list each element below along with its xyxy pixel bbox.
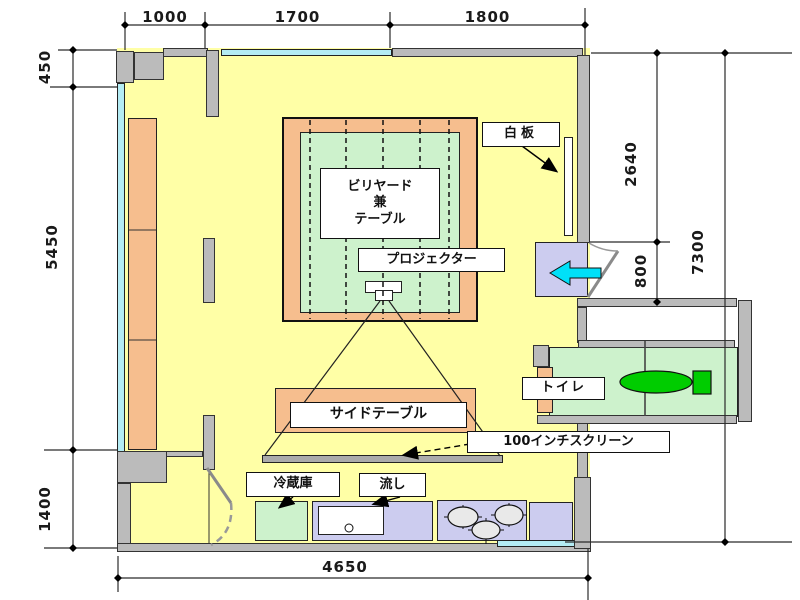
- dim-right-7300: 7300: [689, 229, 707, 275]
- projector-lens-icon: [375, 290, 393, 301]
- pillar-top: [206, 50, 219, 117]
- pillar-left-door: [203, 415, 215, 470]
- pillar-bottom-right: [574, 477, 591, 549]
- refrigerator: [255, 501, 308, 541]
- dim-left-450: 450: [36, 49, 54, 85]
- sofa-counter: [128, 118, 157, 450]
- billiard-line-3: テーブル: [354, 211, 406, 227]
- label-billiard-table: ビリヤード 兼 テーブル: [320, 168, 440, 239]
- toilet-wall-stub: [577, 307, 587, 343]
- label-projector: プロジェクター: [358, 248, 505, 272]
- label-side-table: サイドテーブル: [290, 402, 467, 428]
- wall-left-lower: [117, 483, 131, 548]
- wall-topleft-block-b: [134, 52, 164, 80]
- label-toilet: トイレ: [522, 377, 605, 400]
- dim-top-1700: 1700: [274, 8, 321, 26]
- label-sink: 流し: [359, 473, 426, 497]
- wall-top-a: [163, 48, 208, 57]
- side-counter: [529, 502, 573, 541]
- dim-top-1800: 1800: [464, 8, 511, 26]
- label-whiteboard: 白板: [482, 122, 560, 147]
- toilet-wall-left-block: [533, 345, 549, 367]
- dim-bottom-4650: 4650: [322, 558, 368, 576]
- sink-basin: [318, 506, 384, 535]
- toilet-wall-top: [577, 298, 737, 307]
- label-screen: 100インチスクリーン: [467, 431, 670, 453]
- billiard-line-1: ビリヤード: [347, 179, 413, 195]
- label-refrigerator: 冷蔵庫: [246, 472, 340, 497]
- stove-counter: [437, 500, 527, 541]
- corridor-floor: [577, 306, 752, 342]
- dim-top-1000: 1000: [142, 8, 188, 26]
- toilet-wall-right: [738, 300, 752, 422]
- projection-screen: [262, 455, 503, 463]
- wall-topleft-block-a: [116, 51, 134, 83]
- toilet-wall-bottom: [537, 415, 737, 424]
- wall-bottomleft-block: [117, 451, 167, 483]
- dim-right-800: 800: [632, 253, 650, 289]
- dim-left-5450: 5450: [43, 224, 61, 270]
- whiteboard: [564, 137, 573, 236]
- entrance-door: [586, 242, 620, 298]
- window-top: [221, 49, 392, 56]
- dim-left-1400: 1400: [36, 486, 54, 532]
- billiard-line-2: 兼: [373, 195, 387, 211]
- wall-top-b: [392, 48, 583, 57]
- window-left: [117, 83, 125, 452]
- window-bottom-right: [497, 540, 575, 547]
- pillar-left-mid: [203, 238, 215, 303]
- counter-stub: [166, 451, 203, 457]
- dim-right-2640: 2640: [622, 141, 640, 187]
- toilet-wall-mid: [578, 340, 735, 348]
- entrance-mat: [535, 242, 588, 297]
- wall-right-upper: [577, 55, 590, 243]
